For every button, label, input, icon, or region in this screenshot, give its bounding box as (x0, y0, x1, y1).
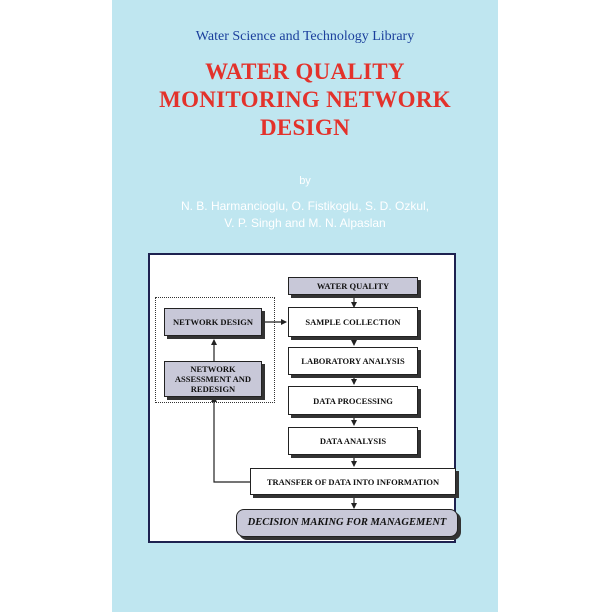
flow-arrows (211, 295, 357, 509)
decision-making-box: DECISION MAKING FOR MANAGEMENT (236, 509, 458, 537)
authors: N. B. Harmancioglu, O. Fistikoglu, S. D.… (112, 198, 498, 232)
author-line-1: N. B. Harmancioglu, O. Fistikoglu, S. D.… (180, 199, 430, 213)
title-line-3: DESIGN (260, 115, 350, 140)
data-processing-box: DATA PROCESSING (288, 386, 418, 415)
water-quality-box: WATER QUALITY (288, 277, 418, 295)
sample-collection-box: SAMPLE COLLECTION (288, 307, 418, 337)
transfer-box: TRANSFER OF DATA INTO INFORMATION (250, 468, 456, 495)
series-name: Water Science and Technology Library (195, 29, 415, 44)
book-title: WATER QUALITY MONITORING NETWORK DESIGN (112, 58, 498, 142)
by-label: by (299, 175, 311, 187)
title-line-1: WATER QUALITY (205, 59, 405, 84)
arrow-transfer-to-assessment (211, 396, 250, 483)
network-assessment-box: NETWORK ASSESSMENT AND REDESIGN (164, 361, 262, 397)
data-analysis-box: DATA ANALYSIS (288, 427, 418, 455)
title-line-2: MONITORING NETWORK (159, 87, 451, 112)
network-design-box: NETWORK DESIGN (164, 308, 262, 336)
book-cover: Water Science and Technology Library WAT… (112, 0, 498, 612)
author-line-2: V. P. Singh and M. N. Alpaslan (224, 216, 386, 230)
flow-diagram: WATER QUALITY NETWORK DESIGN SAMPLE COLL… (148, 253, 458, 543)
laboratory-analysis-box: LABORATORY ANALYSIS (288, 347, 418, 375)
design-loop-dotted-frame (155, 297, 275, 403)
